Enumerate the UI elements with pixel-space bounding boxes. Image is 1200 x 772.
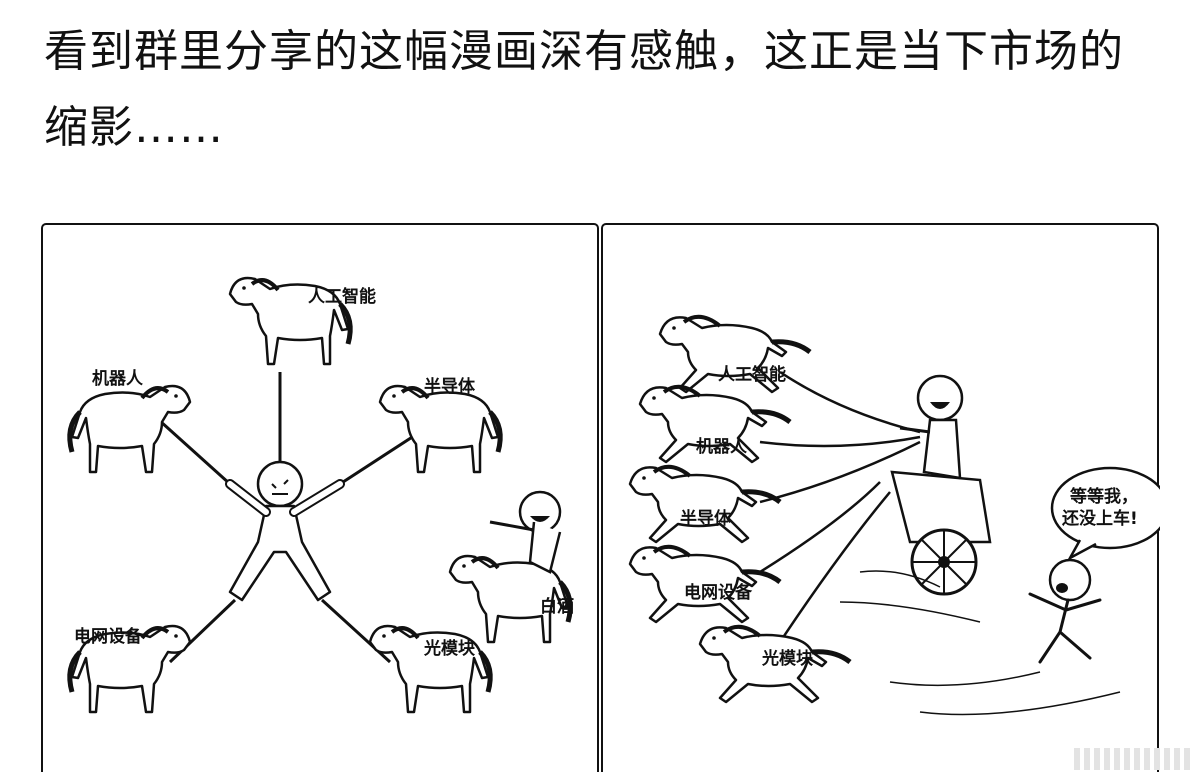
label-robot: 机器人 (92, 368, 144, 389)
watermark-icon (1074, 744, 1190, 770)
label-optical-module: 光模块 (423, 638, 476, 659)
chariot-icon (890, 374, 992, 596)
comic-image[interactable]: 人工智能 机器人 半导体 电网设备 光模块 白酒 (40, 222, 1160, 772)
label-ai: 人工智能 (308, 286, 376, 307)
label-grid-equipment: 电网设备 (74, 626, 143, 647)
stretched-stick-figure-icon (225, 460, 345, 602)
label-semiconductor: 半导体 (424, 376, 476, 397)
reins (759, 370, 921, 643)
speech-bubble: 等等我， 还没上车! (1050, 466, 1160, 562)
label-ai: 人工智能 (718, 364, 786, 385)
label-liquor: 白酒 (540, 596, 574, 617)
label-robot: 机器人 (696, 436, 748, 457)
rider-horse-icon (450, 490, 570, 642)
speech-line-1: 等等我， (1070, 486, 1138, 507)
speech-line-2: 还没上车! (1061, 508, 1138, 529)
label-grid-equipment: 电网设备 (684, 582, 753, 603)
running-stick-figure-icon (1028, 558, 1102, 664)
post-text: 看到群里分享的这幅漫画深有感触，这正是当下市场的缩影…… (44, 26, 1124, 153)
label-semiconductor: 半导体 (680, 508, 732, 529)
label-optical-module: 光模块 (761, 648, 814, 669)
dust-lines (839, 570, 1121, 716)
